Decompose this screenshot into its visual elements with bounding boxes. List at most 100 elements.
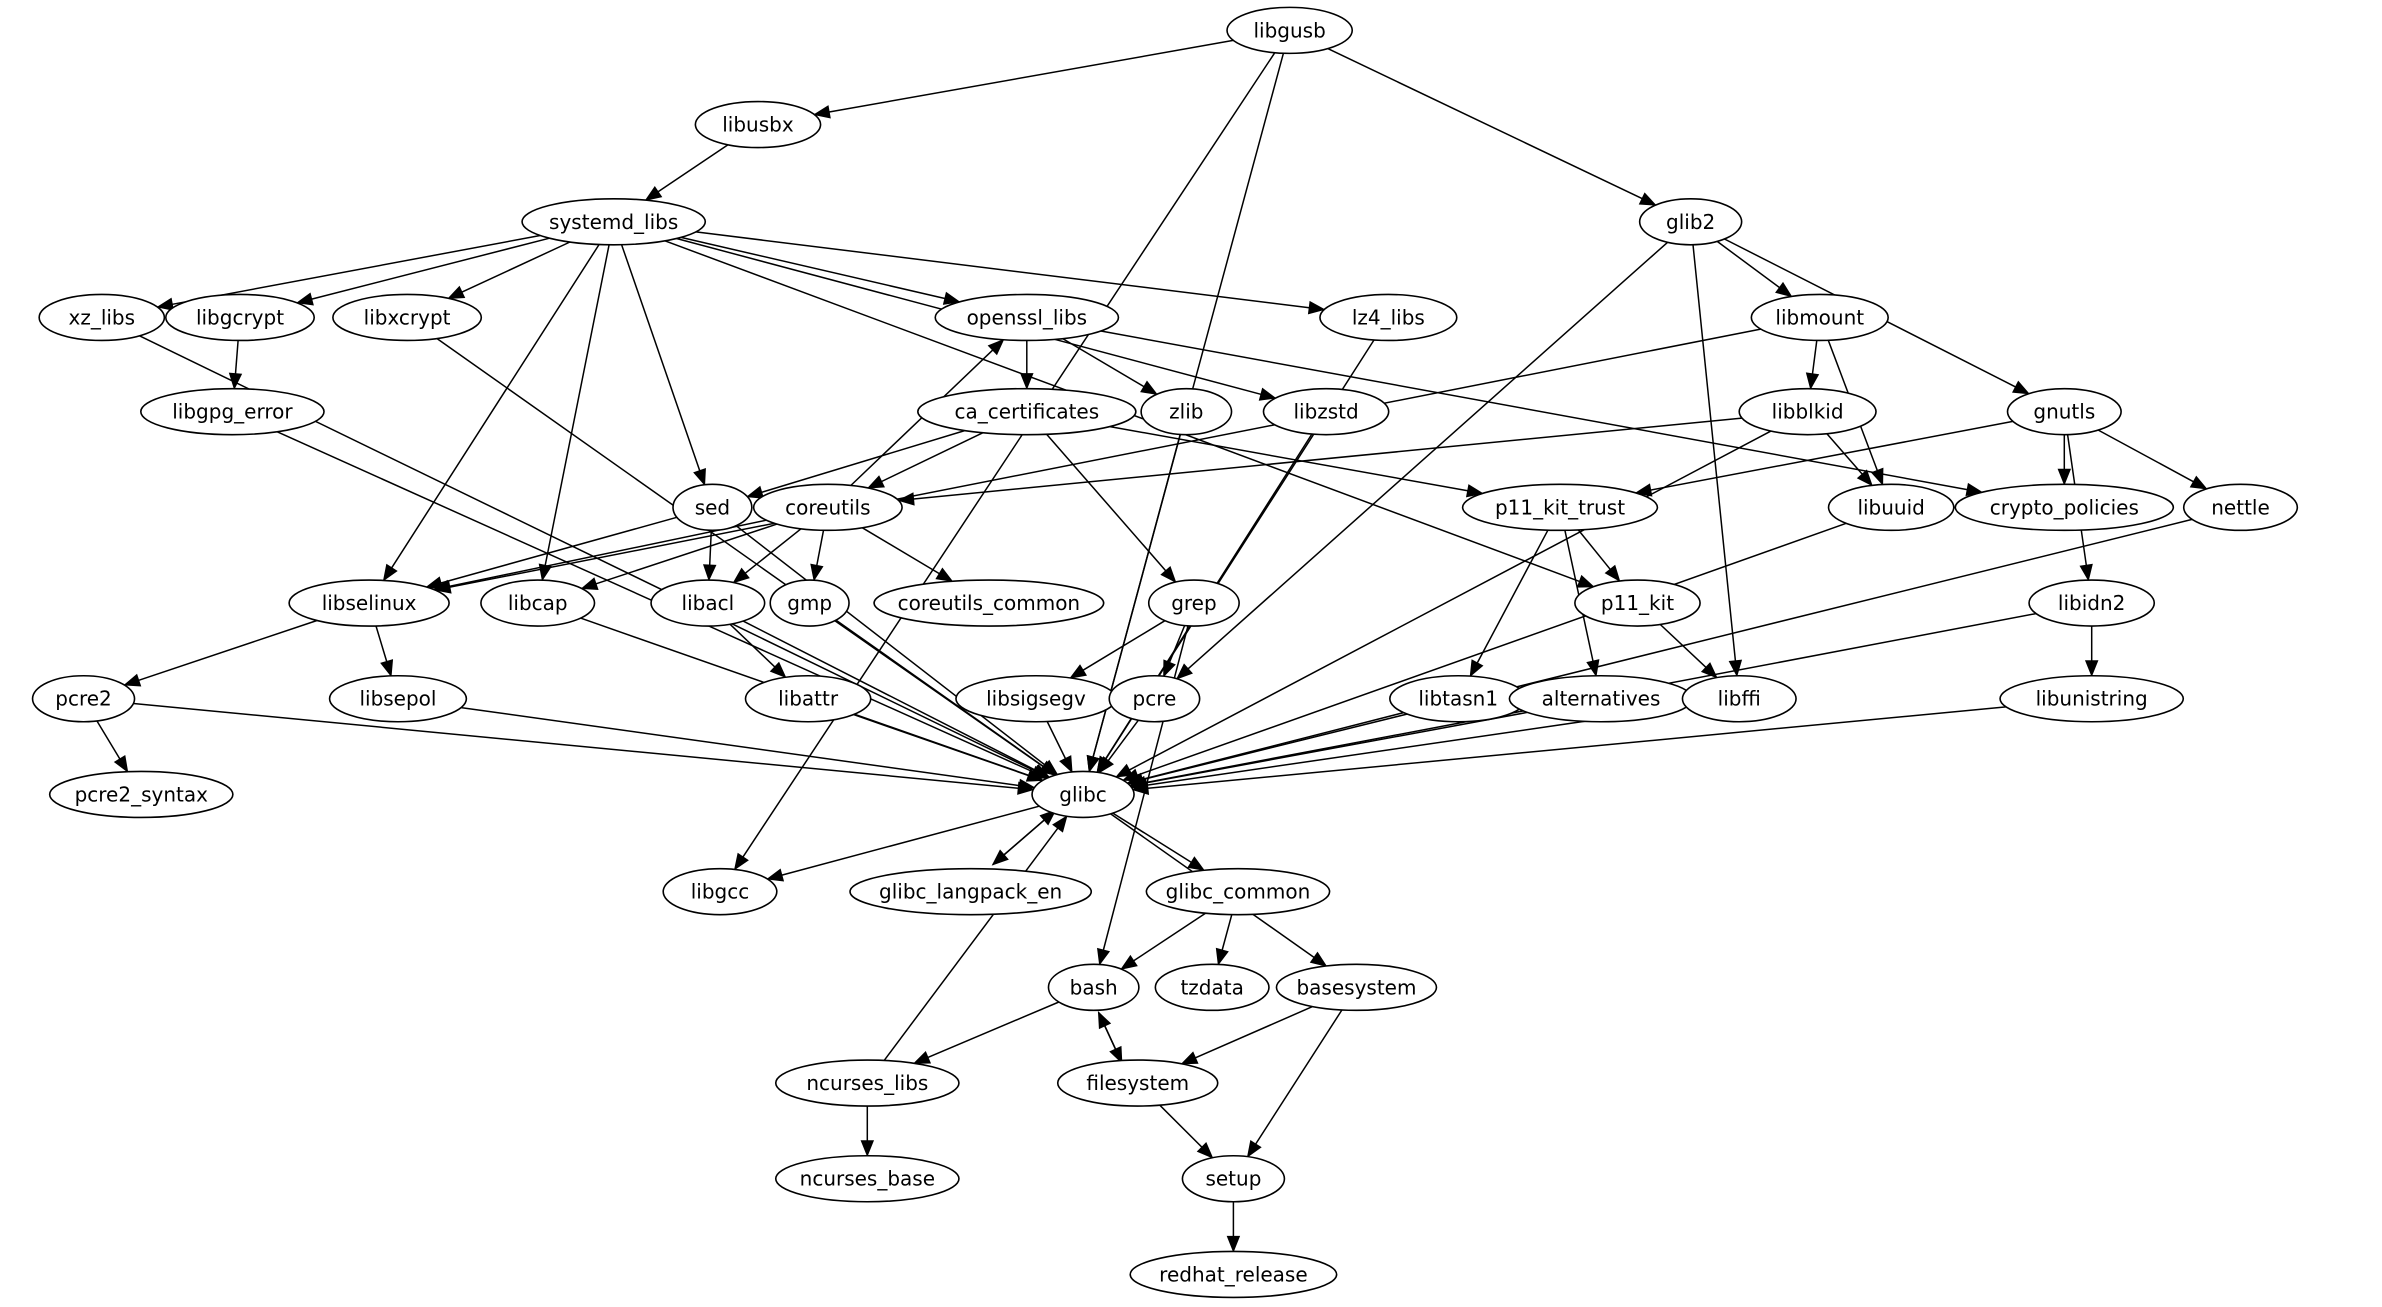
arrowhead-icon [1018, 778, 1036, 793]
node-libffi[interactable]: libffi [1681, 674, 1797, 723]
node-p11_kit_trust[interactable]: p11_kit_trust [1461, 483, 1659, 532]
arrowhead-icon [912, 1051, 932, 1064]
node-libsigsegv[interactable]: libsigsegv [955, 674, 1117, 723]
node-libtasn1[interactable]: libtasn1 [1389, 674, 1528, 723]
edge-pcre-to-glibc [1098, 719, 1140, 774]
node-libidn2[interactable]: libidn2 [2028, 579, 2156, 627]
node-ncurses_libs[interactable]: ncurses_libs [774, 1059, 960, 1107]
node-gmp[interactable]: gmp [769, 579, 850, 627]
node-sed[interactable]: sed [672, 483, 753, 532]
arrowhead-icon [1163, 659, 1176, 678]
arrowhead-icon [702, 564, 717, 582]
node-nettle[interactable]: nettle [2182, 483, 2299, 532]
edge-line [1476, 529, 1549, 664]
node-gnutls[interactable]: gnutls [2006, 387, 2122, 436]
node-glib2[interactable]: glib2 [1638, 197, 1743, 246]
arrowhead-icon [1115, 763, 1133, 778]
edge-p11_kit_trust-to-p11_kit [1577, 529, 1621, 583]
arrowhead-icon [1870, 467, 1884, 486]
node-openssl_libs[interactable]: openssl_libs [934, 293, 1120, 342]
edge-openssl_libs-to-ca_certificates [1020, 340, 1034, 390]
arrowhead-icon [1465, 484, 1484, 498]
node-pcre2[interactable]: pcre2 [31, 674, 136, 723]
node-xz_libs[interactable]: xz_libs [38, 293, 166, 342]
node-libusbx[interactable]: libusbx [694, 100, 822, 149]
node-libgpg_error[interactable]: libgpg_error [140, 387, 325, 436]
node-label: pcre2 [55, 687, 112, 711]
node-ncurses_base[interactable]: ncurses_base [774, 1154, 960, 1203]
node-coreutils[interactable]: coreutils [752, 483, 903, 532]
node-grep[interactable]: grep [1147, 579, 1240, 627]
node-libsepol[interactable]: libsepol [328, 674, 468, 723]
node-libunistring[interactable]: libunistring [1999, 674, 2185, 723]
edge-line [133, 702, 1019, 789]
node-label: libmount [1775, 305, 1864, 329]
node-libgcrypt[interactable]: libgcrypt [165, 293, 316, 342]
edge-grep-to-libsigsegv [1069, 620, 1166, 679]
node-shape [1275, 963, 1438, 1012]
node-label: gnutls [2033, 400, 2095, 424]
node-glibc[interactable]: glibc [1031, 770, 1135, 819]
node-libblkid[interactable]: libblkid [1738, 387, 1877, 436]
node-libzstd[interactable]: libzstd [1262, 387, 1390, 436]
edge-glibc_common-to-bash [1120, 912, 1206, 970]
arrowhead-icon [1638, 192, 1657, 206]
node-libuuid[interactable]: libuuid [1827, 483, 1955, 532]
node-setup[interactable]: setup [1181, 1154, 1286, 1203]
node-shape [1226, 6, 1354, 55]
node-label: coreutils_common [898, 591, 1080, 615]
node-shape [744, 674, 872, 723]
node-shape [1154, 963, 1270, 1012]
edge-p11_kit-to-libffi [1659, 623, 1718, 679]
node-crypto_policies[interactable]: crypto_policies [1954, 483, 2175, 532]
node-zlib[interactable]: zlib [1140, 387, 1233, 436]
arrowhead-icon [1604, 564, 1621, 583]
edge-line [391, 244, 600, 569]
arrowhead-icon [766, 868, 785, 882]
node-glibc_common[interactable]: glibc_common [1145, 867, 1331, 916]
node-basesystem[interactable]: basesystem [1275, 963, 1438, 1012]
node-label: p11_kit [1601, 591, 1674, 615]
edge-line [1133, 912, 1206, 962]
node-coreutils_common[interactable]: coreutils_common [873, 579, 1105, 627]
node-alternatives[interactable]: alternatives [1508, 674, 1694, 723]
edge-line [1112, 812, 1192, 863]
edge-libselinux-to-pcre2 [123, 619, 318, 687]
arrowhead-icon [1131, 781, 1150, 795]
node-libacl[interactable]: libacl [650, 579, 766, 627]
edge-line [375, 625, 388, 662]
arrowhead-icon [1120, 954, 1138, 970]
node-filesystem[interactable]: filesystem [1056, 1059, 1219, 1107]
arrowhead-icon [2012, 380, 2031, 395]
node-libcap[interactable]: libcap [480, 579, 596, 627]
node-lz4_libs[interactable]: lz4_libs [1319, 293, 1458, 342]
node-shape [521, 197, 707, 246]
node-p11_kit[interactable]: p11_kit [1574, 579, 1701, 627]
node-libattr[interactable]: libattr [744, 674, 872, 723]
node-systemd_libs[interactable]: systemd_libs [521, 197, 707, 246]
node-pcre2_syntax[interactable]: pcre2_syntax [48, 770, 234, 819]
node-redhat_release[interactable]: redhat_release [1129, 1250, 1338, 1299]
node-label: ncurses_base [800, 1167, 935, 1191]
node-libgcc[interactable]: libgcc [662, 867, 778, 916]
node-libgusb[interactable]: libgusb [1226, 6, 1354, 55]
node-libselinux[interactable]: libselinux [288, 579, 450, 627]
arrowhead-icon [860, 1140, 875, 1158]
arrowhead-icon [1246, 1139, 1262, 1158]
node-libmount[interactable]: libmount [1750, 293, 1889, 342]
node-shape [873, 579, 1105, 627]
edge-line [1716, 240, 1780, 289]
edge-systemd_libs-to-libcap [538, 244, 610, 582]
edge-line [1046, 433, 1167, 572]
edge-filesystem-to-bash [1097, 1011, 1123, 1064]
arrowhead-icon [1069, 664, 1088, 679]
node-tzdata[interactable]: tzdata [1154, 963, 1270, 1012]
node-bash[interactable]: bash [1047, 963, 1140, 1012]
node-libxcrypt[interactable]: libxcrypt [332, 293, 483, 342]
node-pcre[interactable]: pcre [1108, 674, 1201, 723]
node-ca_certificates[interactable]: ca_certificates [917, 387, 1137, 436]
edge-line [1659, 623, 1707, 668]
node-glibc_langpack_en[interactable]: glibc_langpack_en [849, 867, 1093, 916]
edge-gnutls-to-p11_kit_trust [1634, 420, 2014, 497]
edge-line [913, 417, 1742, 500]
